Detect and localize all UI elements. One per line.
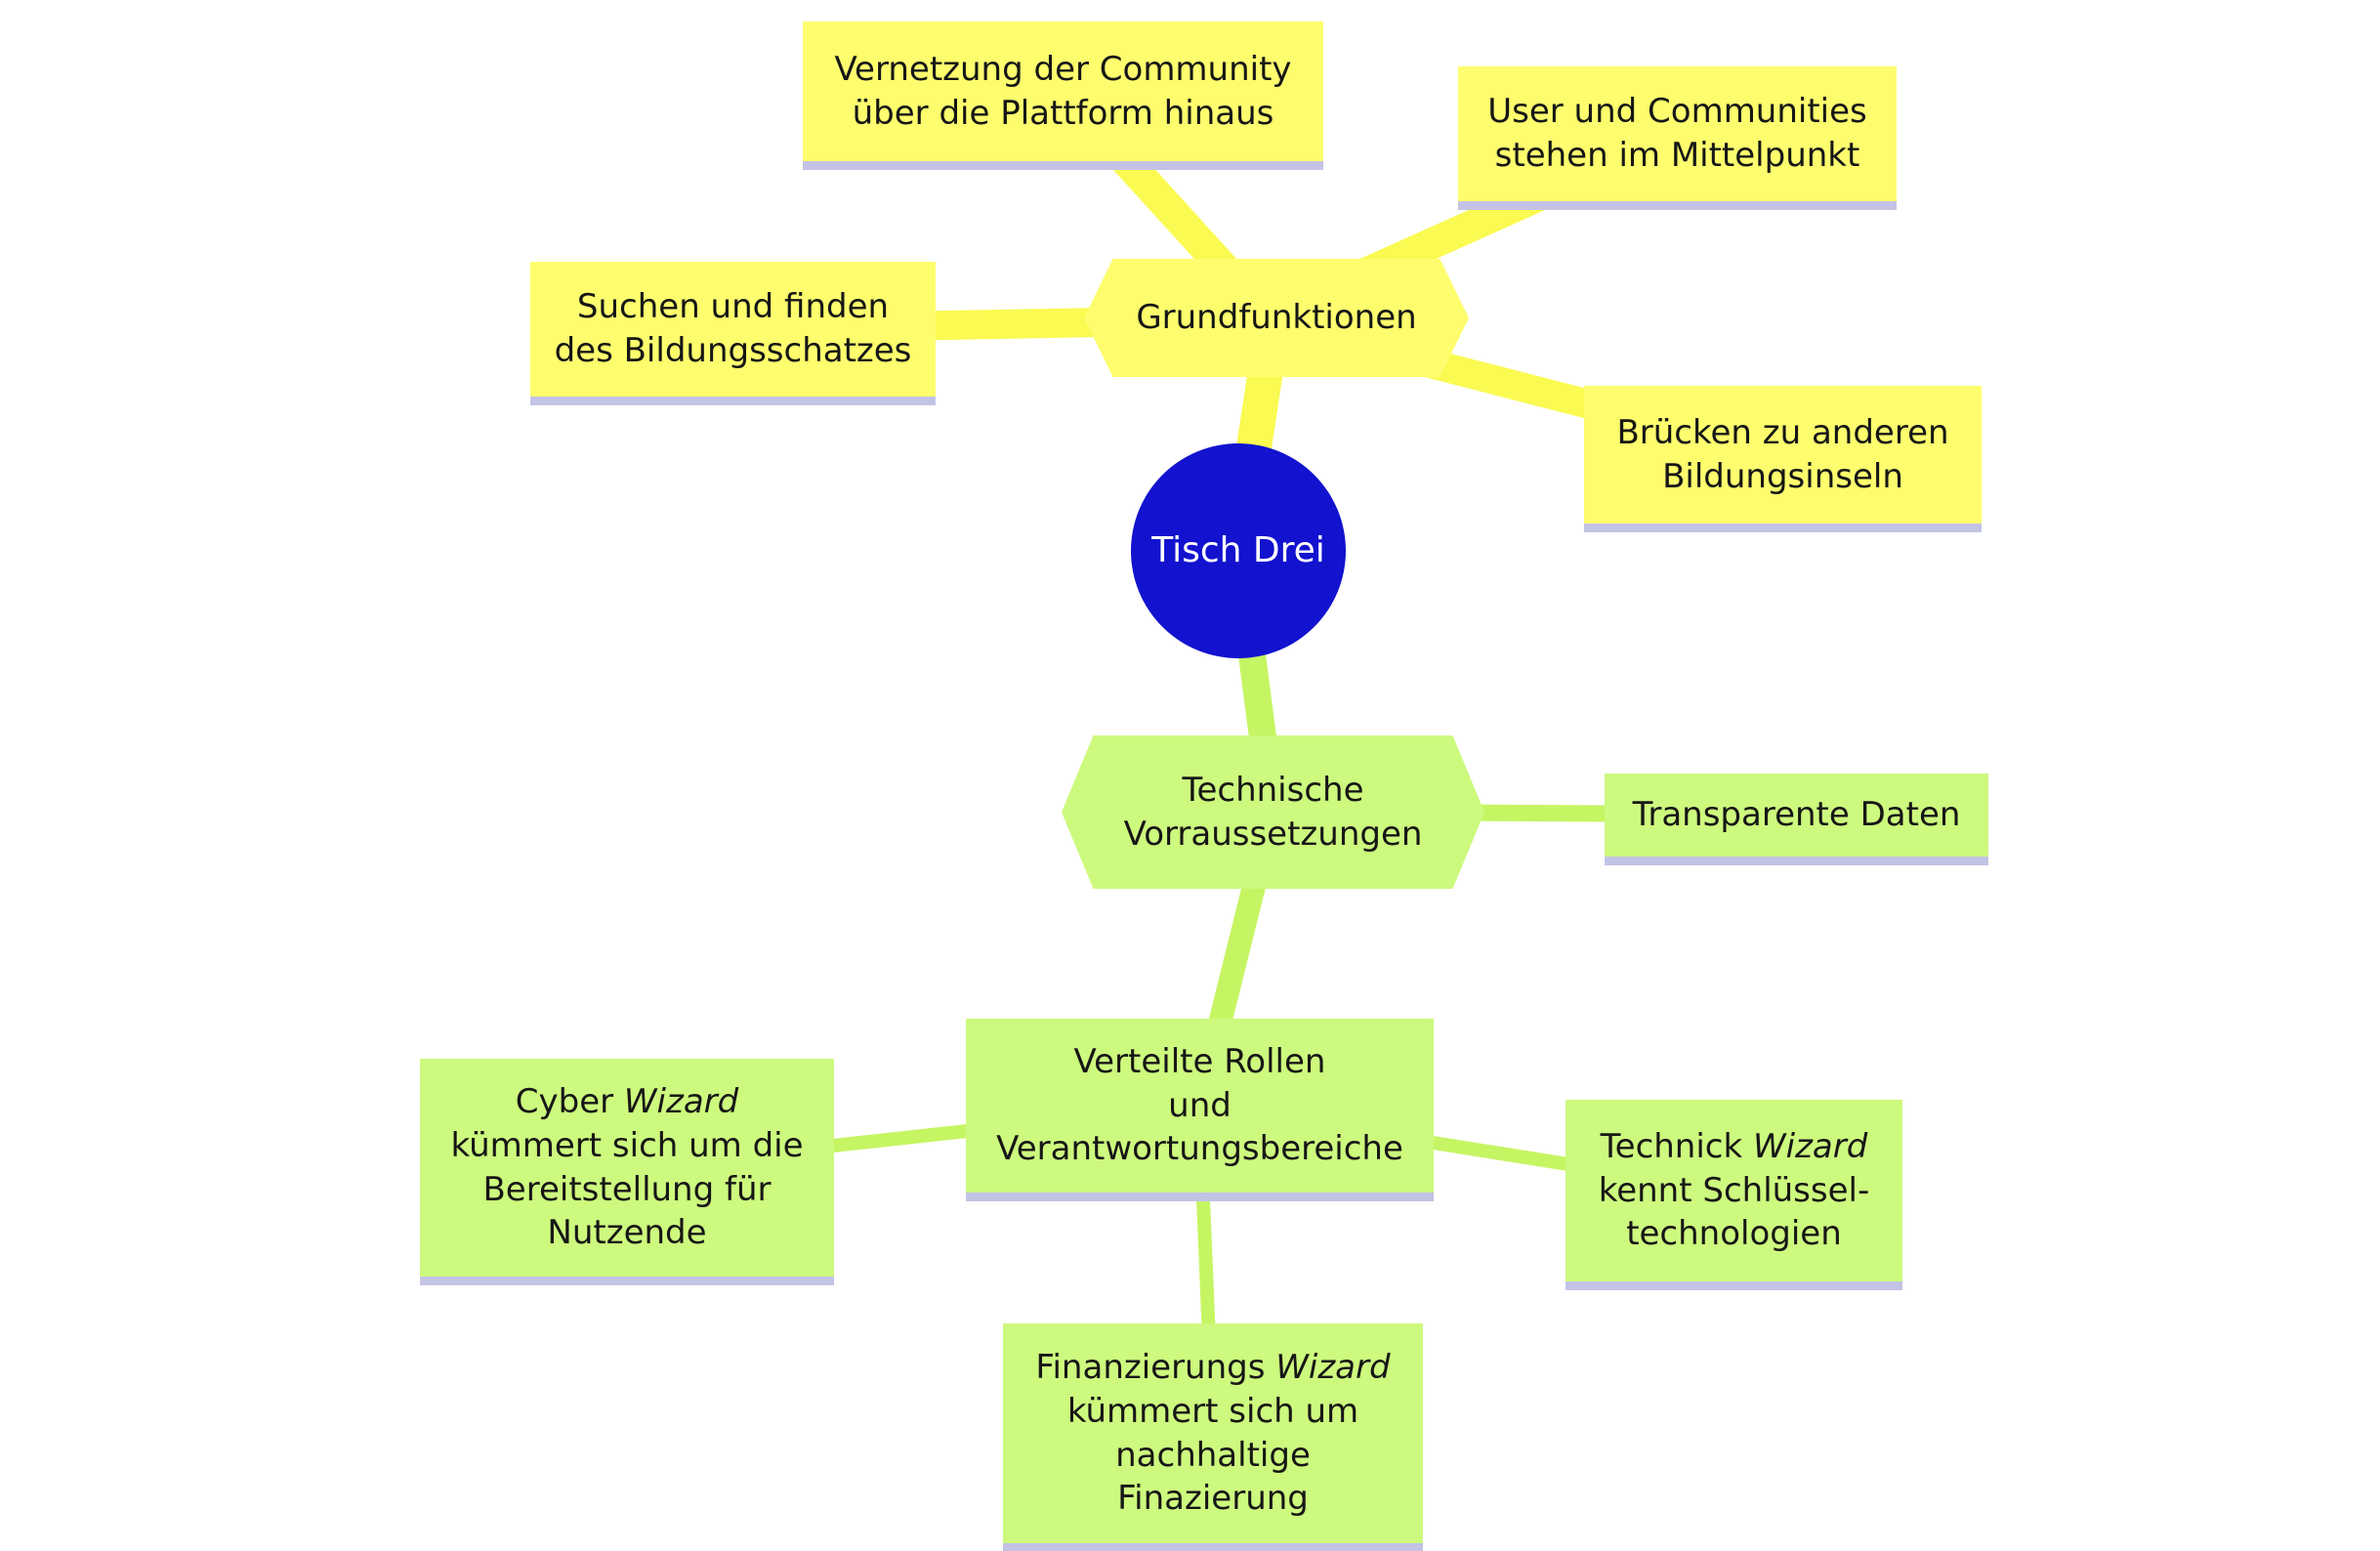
node-suchen-finden[interactable]: Suchen und finden des Bildungsschatzes xyxy=(530,262,936,397)
node-root-label: Tisch Drei xyxy=(1151,530,1325,571)
cyber-wizard-text-pre: Cyber xyxy=(515,1081,624,1121)
node-grundfunktionen[interactable]: Grundfunktionen xyxy=(1084,259,1469,377)
node-finanzierungs-wizard[interactable]: Finanzierungs Wizard kümmert sich um nac… xyxy=(1003,1323,1423,1543)
finanzierungs-wizard-text-post: kümmert sich um nachhaltige Finazierung xyxy=(1066,1391,1359,1519)
node-transparente-label: Transparente Daten xyxy=(1632,795,1961,835)
node-technick-wizard[interactable]: Technick Wizard kennt Schlüssel- technol… xyxy=(1566,1100,1902,1281)
technick-wizard-text-post: kennt Schlüssel- technologien xyxy=(1598,1170,1870,1254)
finanzierungs-wizard-text-pre: Finanzierungs xyxy=(1035,1347,1276,1387)
node-cyber-wizard-label: Cyber Wizard kümmert sich um die Bereits… xyxy=(437,1080,816,1256)
node-root-tisch-drei[interactable]: Tisch Drei xyxy=(1131,443,1346,658)
technick-wizard-italic: Wizard xyxy=(1753,1126,1868,1166)
cyber-wizard-italic: Wizard xyxy=(623,1081,739,1121)
node-user-communities-label: User und Communities stehen im Mittelpun… xyxy=(1487,92,1867,175)
node-technick-wizard-label: Technick Wizard kennt Schlüssel- technol… xyxy=(1585,1125,1884,1257)
node-user-communities[interactable]: User und Communities stehen im Mittelpun… xyxy=(1458,66,1897,201)
node-technische-vorraussetzungen[interactable]: Technische Vorraussetzungen xyxy=(1062,735,1484,889)
node-bruecken-label: Brücken zu anderen Bildungsinseln xyxy=(1616,412,1949,496)
node-grundfunktionen-label: Grundfunktionen xyxy=(1136,298,1417,338)
cyber-wizard-text-post: kümmert sich um die Bereitstellung für N… xyxy=(450,1125,804,1253)
node-verteilte-label: Verteilte Rollen und Verantwortungsberei… xyxy=(996,1041,1403,1169)
node-bruecken[interactable]: Brücken zu anderen Bildungsinseln xyxy=(1584,386,1982,524)
node-transparente-daten[interactable]: Transparente Daten xyxy=(1605,774,1988,857)
node-technische-label: Technische Vorraussetzungen xyxy=(1123,770,1423,854)
technick-wizard-text-pre: Technick xyxy=(1600,1126,1753,1166)
node-verteilte-rollen[interactable]: Verteilte Rollen und Verantwortungsberei… xyxy=(966,1019,1434,1193)
node-cyber-wizard[interactable]: Cyber Wizard kümmert sich um die Bereits… xyxy=(420,1059,834,1277)
node-finanzierungs-wizard-label: Finanzierungs Wizard kümmert sich um nac… xyxy=(1022,1346,1403,1522)
node-suchen-finden-label: Suchen und finden des Bildungsschatzes xyxy=(554,287,912,370)
node-vernetzung-label: Vernetzung der Community über die Plattf… xyxy=(834,49,1292,133)
finanzierungs-wizard-italic: Wizard xyxy=(1275,1347,1391,1387)
node-vernetzung[interactable]: Vernetzung der Community über die Plattf… xyxy=(803,21,1323,161)
